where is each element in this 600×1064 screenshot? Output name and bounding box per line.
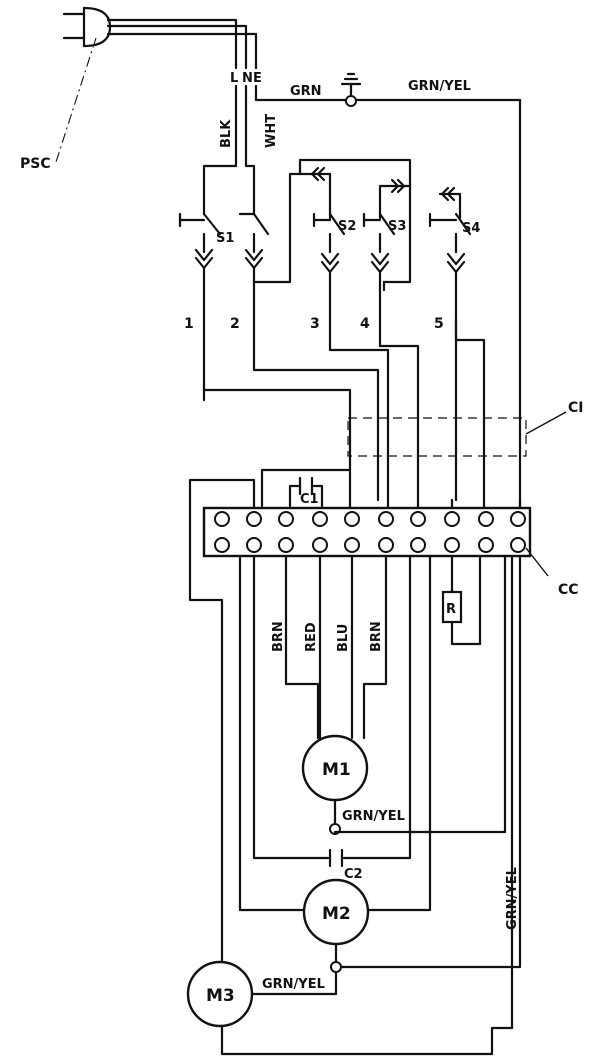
cord-wires bbox=[202, 280, 486, 502]
wht-wire-label: WHT bbox=[264, 114, 279, 148]
cable-clamp-ci bbox=[347, 417, 527, 457]
ground-wires-right bbox=[220, 554, 522, 1056]
ci-leader-line bbox=[525, 411, 567, 435]
terminal-block-cc bbox=[202, 506, 532, 558]
m3-grn-yel-label: GRN/YEL bbox=[262, 977, 325, 992]
m3-ground-wire bbox=[250, 970, 338, 996]
s3-label: S3 bbox=[388, 219, 406, 234]
switch-s1 bbox=[178, 212, 270, 402]
s2-label: S2 bbox=[338, 219, 356, 234]
m1-label: M1 bbox=[322, 760, 351, 780]
brn-wire-label-2: BRN bbox=[369, 621, 384, 652]
m3-label: M3 bbox=[206, 986, 235, 1006]
r-label: R bbox=[446, 602, 456, 617]
m2-ground-node bbox=[330, 961, 342, 973]
switch-s4 bbox=[428, 212, 472, 502]
m1-grn-yel-label: GRN/YEL bbox=[342, 809, 405, 824]
cc-label: CC bbox=[558, 582, 579, 598]
grn-wire-label: GRN bbox=[290, 84, 322, 99]
motor-m1-leads bbox=[284, 554, 388, 740]
wire-3-label: 3 bbox=[310, 316, 320, 332]
switch-bus bbox=[252, 158, 462, 284]
wire-5-label: 5 bbox=[434, 316, 444, 332]
line-e-label: E bbox=[253, 71, 262, 86]
c1-label: C1 bbox=[300, 492, 319, 507]
wire-2-label: 2 bbox=[230, 316, 240, 332]
wire-4-label: 4 bbox=[360, 316, 370, 332]
wire-1-label: 1 bbox=[184, 316, 194, 332]
grn-yel-wire-label-top: GRN/YEL bbox=[408, 79, 471, 94]
line-neutral-wires bbox=[202, 84, 256, 216]
switch-s2 bbox=[312, 212, 390, 502]
line-n-label: N bbox=[242, 71, 253, 86]
resistor-r bbox=[441, 554, 482, 646]
red-wire-label: RED bbox=[304, 622, 319, 652]
earth-wire bbox=[254, 72, 522, 512]
switch-s3 bbox=[362, 212, 420, 502]
psc-leader-line bbox=[55, 37, 97, 163]
s1-label: S1 bbox=[216, 231, 234, 246]
blk-wire-label: BLK bbox=[219, 119, 234, 148]
motor-m2-leads bbox=[238, 554, 432, 912]
terminal-top-wires bbox=[188, 478, 522, 982]
power-supply-cord bbox=[62, 6, 258, 70]
cc-leader-line bbox=[525, 547, 549, 577]
m2-label: M2 bbox=[322, 904, 351, 924]
capacitor-c2 bbox=[252, 554, 412, 868]
ci-label: CI bbox=[568, 400, 583, 416]
s4-label: S4 bbox=[462, 221, 480, 236]
grn-yel-wire-label-right: GRN/YEL bbox=[505, 867, 520, 930]
psc-label: PSC bbox=[20, 156, 51, 172]
line-l-label: L bbox=[230, 71, 238, 86]
blu-wire-label: BLU bbox=[336, 624, 351, 652]
c2-label: C2 bbox=[344, 867, 363, 882]
brn-wire-label-1: BRN bbox=[271, 621, 286, 652]
capacitor-c1 bbox=[260, 468, 352, 508]
